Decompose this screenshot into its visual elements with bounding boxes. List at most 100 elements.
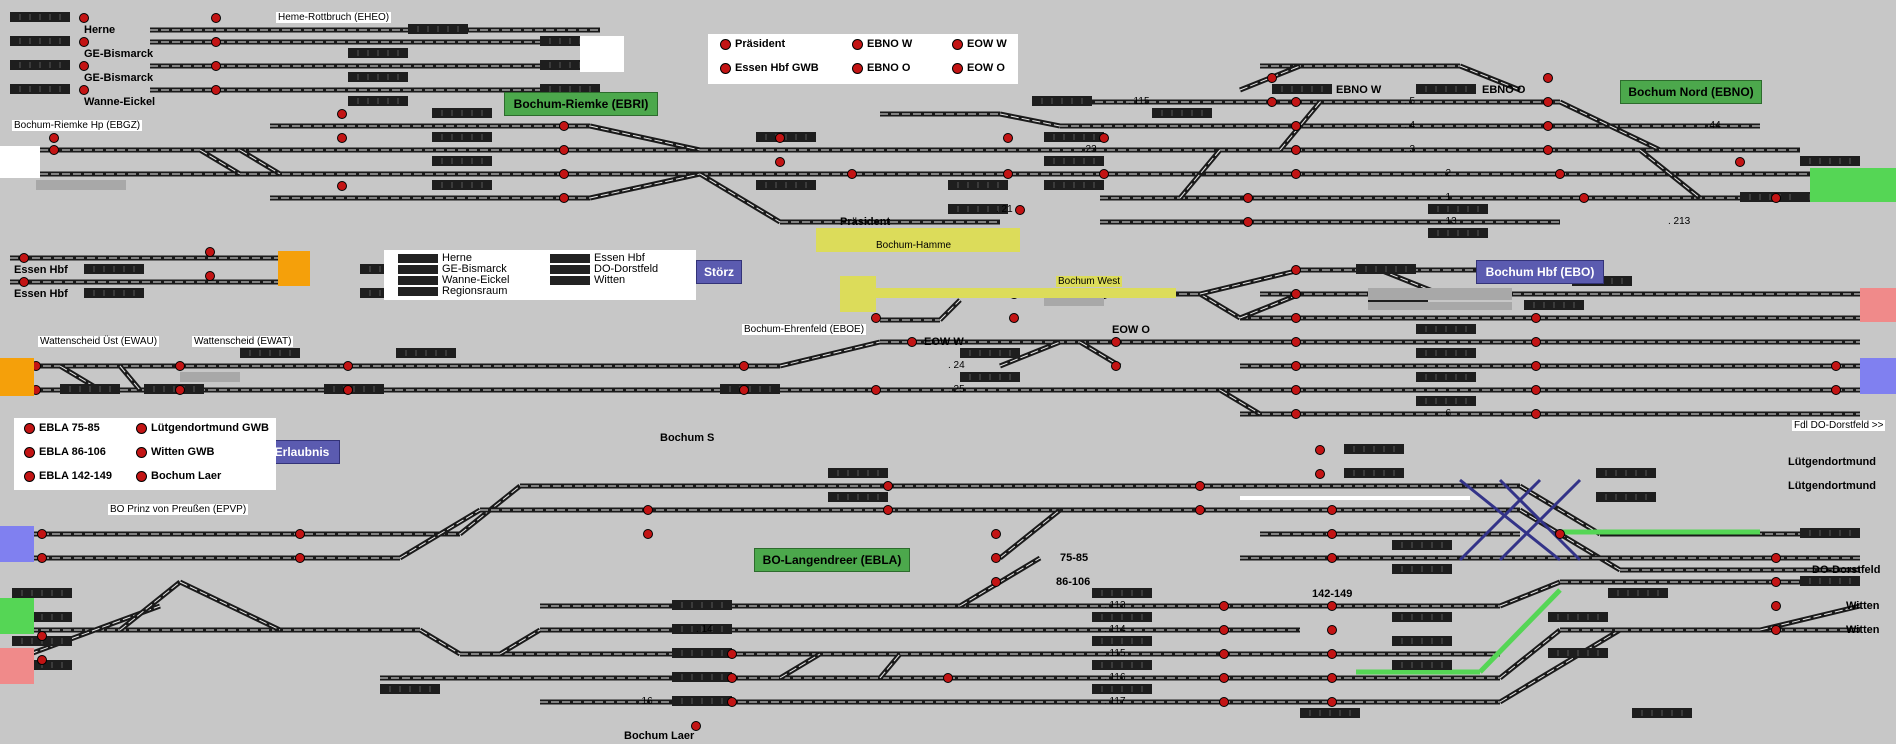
- signal-icon[interactable]: [1015, 205, 1025, 215]
- signal-icon[interactable]: [559, 145, 569, 155]
- station-bo-langendreer[interactable]: BO-Langendreer (EBLA): [754, 548, 910, 572]
- track-segment[interactable]: [1499, 579, 1561, 609]
- signal-icon[interactable]: [337, 133, 347, 143]
- legend-item[interactable]: Witten GWB: [136, 446, 214, 458]
- legend-item[interactable]: Lütgendortmund GWB: [136, 422, 269, 434]
- signal-icon[interactable]: [847, 169, 857, 179]
- signal-icon[interactable]: [691, 721, 701, 731]
- signal-icon[interactable]: [1291, 121, 1301, 131]
- signal-icon[interactable]: [1291, 289, 1301, 299]
- signal-icon[interactable]: [1219, 625, 1229, 635]
- signal-icon[interactable]: [1291, 265, 1301, 275]
- legend-item[interactable]: EBNO O: [852, 62, 910, 74]
- signal-icon[interactable]: [1219, 697, 1229, 707]
- signal-icon[interactable]: [559, 193, 569, 203]
- track-segment[interactable]: [1239, 291, 1301, 321]
- signal-icon[interactable]: [1291, 361, 1301, 371]
- track-segment[interactable]: [1498, 627, 1622, 705]
- legend-item[interactable]: Witten: [550, 274, 625, 286]
- signal-icon[interactable]: [727, 649, 737, 659]
- signal-icon[interactable]: [337, 109, 347, 119]
- signal-icon[interactable]: [343, 361, 353, 371]
- legend-item[interactable]: EBLA 75-85: [24, 422, 100, 434]
- signal-icon[interactable]: [1831, 385, 1841, 395]
- signal-icon[interactable]: [1195, 481, 1205, 491]
- track-segment[interactable]: [999, 111, 1061, 129]
- signal-icon[interactable]: [1327, 601, 1337, 611]
- signal-icon[interactable]: [1327, 505, 1337, 515]
- legend-item[interactable]: Essen Hbf GWB: [720, 62, 819, 74]
- signal-icon[interactable]: [1003, 169, 1013, 179]
- station-bochum-nord[interactable]: Bochum Nord (EBNO): [1620, 80, 1762, 104]
- signal-icon[interactable]: [175, 385, 185, 395]
- signal-icon[interactable]: [1531, 385, 1541, 395]
- track-segment[interactable]: [1518, 483, 1602, 537]
- station-stoerz[interactable]: Störz: [696, 260, 742, 284]
- signal-icon[interactable]: [37, 529, 47, 539]
- legend-item[interactable]: Präsident: [720, 38, 785, 50]
- signal-icon[interactable]: [1771, 625, 1781, 635]
- signal-icon[interactable]: [1327, 529, 1337, 539]
- track-segment[interactable]: [779, 339, 881, 369]
- track-segment[interactable]: [1558, 99, 1662, 153]
- track-segment[interactable]: [589, 123, 701, 153]
- crossing-diagonal[interactable]: [1498, 478, 1582, 562]
- signal-icon[interactable]: [907, 337, 917, 347]
- legend-item[interactable]: DO-Dorstfeld: [550, 263, 658, 275]
- track-segment[interactable]: [118, 364, 142, 392]
- signal-icon[interactable]: [37, 655, 47, 665]
- station-bochum-riemke[interactable]: Bochum-Riemke (EBRI): [504, 92, 658, 116]
- signal-icon[interactable]: [1195, 505, 1205, 515]
- track-segment[interactable]: [1498, 628, 1562, 680]
- signal-icon[interactable]: [1543, 97, 1553, 107]
- signal-icon[interactable]: [1111, 361, 1121, 371]
- signal-icon[interactable]: [1327, 649, 1337, 659]
- signal-icon[interactable]: [1099, 169, 1109, 179]
- track-segment[interactable]: [998, 508, 1062, 560]
- signal-icon[interactable]: [211, 37, 221, 47]
- track-segment[interactable]: [418, 627, 462, 657]
- signal-icon[interactable]: [337, 181, 347, 191]
- signal-icon[interactable]: [1291, 385, 1301, 395]
- crossing-diagonal[interactable]: [1458, 478, 1542, 562]
- track-segment[interactable]: [198, 147, 242, 177]
- signal-icon[interactable]: [1543, 145, 1553, 155]
- track-segment[interactable]: [878, 652, 902, 680]
- signal-icon[interactable]: [1267, 97, 1277, 107]
- signal-icon[interactable]: [1771, 193, 1781, 203]
- signal-icon[interactable]: [205, 271, 215, 281]
- legend-item[interactable]: EBLA 142-149: [24, 470, 112, 482]
- legend-item[interactable]: EOW O: [952, 62, 1005, 74]
- legend-item[interactable]: EOW W: [952, 38, 1007, 50]
- track-segment[interactable]: [999, 339, 1061, 369]
- signal-icon[interactable]: [1531, 337, 1541, 347]
- signal-icon[interactable]: [1009, 313, 1019, 323]
- track-segment[interactable]: [1218, 387, 1262, 417]
- crossing-diagonal[interactable]: [1459, 478, 1561, 562]
- signal-icon[interactable]: [883, 505, 893, 515]
- signal-icon[interactable]: [1327, 697, 1337, 707]
- track-segment[interactable]: [118, 580, 182, 632]
- signal-icon[interactable]: [1327, 673, 1337, 683]
- signal-icon[interactable]: [19, 277, 29, 287]
- signal-icon[interactable]: [559, 169, 569, 179]
- signal-icon[interactable]: [1771, 577, 1781, 587]
- signal-icon[interactable]: [775, 133, 785, 143]
- signal-icon[interactable]: [205, 247, 215, 257]
- signal-icon[interactable]: [871, 385, 881, 395]
- signal-icon[interactable]: [1327, 553, 1337, 563]
- legend-item[interactable]: Regionsraum: [398, 285, 507, 297]
- signal-icon[interactable]: [79, 13, 89, 23]
- signal-icon[interactable]: [775, 157, 785, 167]
- signal-icon[interactable]: [1735, 157, 1745, 167]
- signal-icon[interactable]: [739, 385, 749, 395]
- signal-icon[interactable]: [643, 529, 653, 539]
- signal-icon[interactable]: [49, 145, 59, 155]
- signal-icon[interactable]: [991, 529, 1001, 539]
- track-segment[interactable]: [398, 507, 482, 561]
- track-segment[interactable]: [498, 627, 542, 657]
- signal-icon[interactable]: [739, 361, 749, 371]
- signal-icon[interactable]: [991, 553, 1001, 563]
- signal-icon[interactable]: [1291, 169, 1301, 179]
- track-segment[interactable]: [698, 171, 782, 225]
